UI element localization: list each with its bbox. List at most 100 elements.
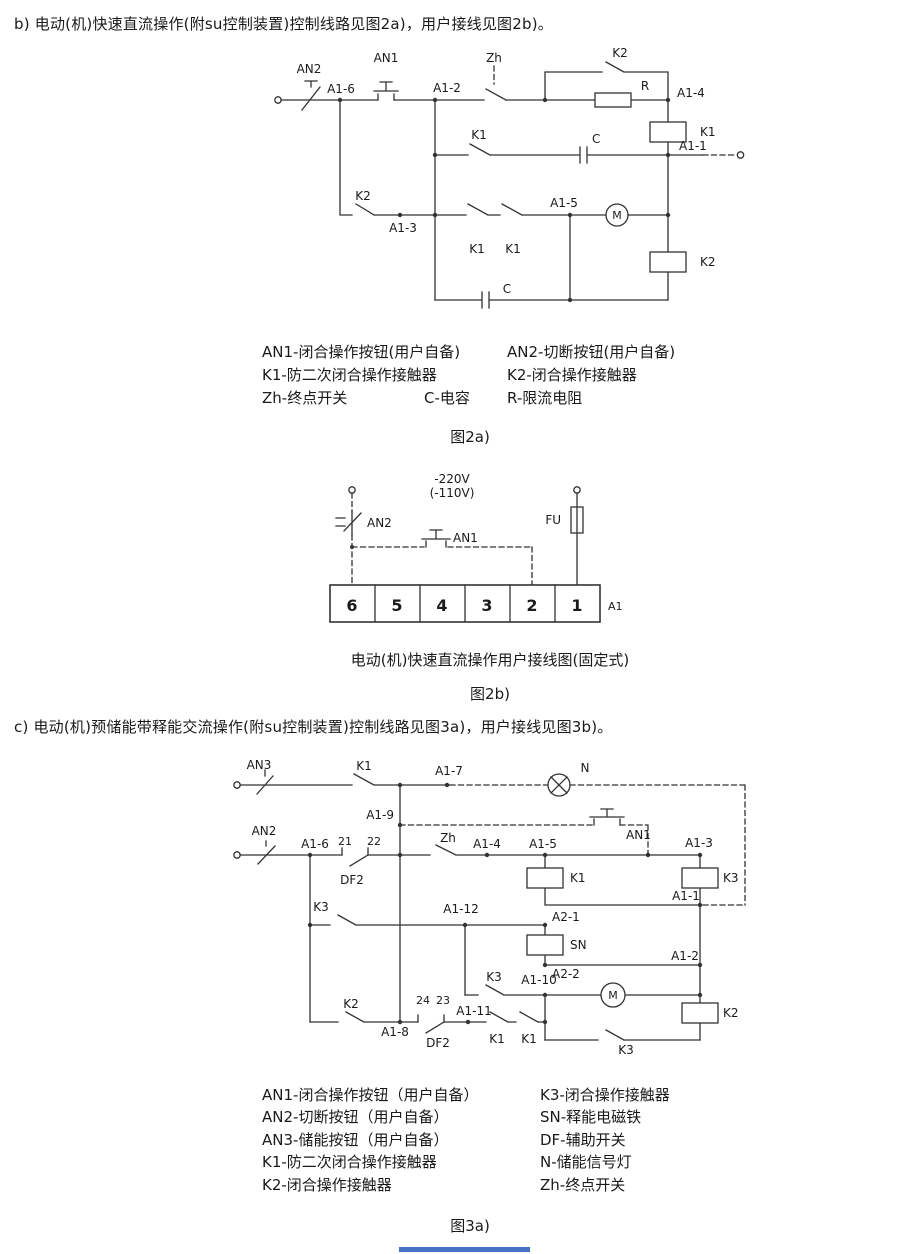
pushbutton-an2	[257, 840, 276, 865]
pushbutton-an1	[373, 81, 399, 101]
legend3-k1: K1-防二次闭合操作接触器	[262, 1153, 437, 1171]
label-df2-top: DF2	[340, 873, 364, 887]
label-a1: A1	[608, 600, 623, 613]
pushbutton-an2	[335, 512, 362, 532]
label-k1-c2: K1	[521, 1032, 537, 1046]
fig3a-caption: 图3a)	[450, 1217, 490, 1235]
label-a1-7: A1-7	[435, 764, 463, 778]
label-k3-contact2: K3	[486, 970, 502, 984]
fig2a-wiring	[274, 61, 745, 309]
label-k2-coil: K2	[723, 1006, 739, 1020]
label-voltage-alt: (-110V)	[430, 486, 475, 500]
limit-switch-zh	[485, 88, 507, 101]
label-an3: AN3	[247, 758, 272, 772]
terminal-1: 1	[571, 596, 582, 615]
terminal-5: 5	[391, 596, 402, 615]
contacts-k1-pair	[467, 203, 607, 216]
fig3a-junctions	[307, 782, 703, 1025]
fig3a-labels: AN3 K1 A1-7 N A1-9 AN1 AN2 A1-6 21 22 DF…	[247, 758, 739, 1057]
fig2a-caption: 图2a)	[450, 428, 490, 446]
label-a1-12: A1-12	[443, 902, 478, 916]
label-a2-1: A2-1	[552, 910, 580, 924]
label-c-mid: C	[592, 132, 600, 146]
label-a1-2: A1-2	[433, 81, 461, 95]
label-df2-bottom: DF2	[426, 1036, 450, 1050]
terminal-6: 6	[346, 596, 357, 615]
fig2b-wiring-diagram: -220V (-110V) AN2 AN1 FU 6 5 4 3 2 1 A1	[329, 472, 623, 623]
supply-terminal-left	[348, 486, 356, 494]
label-k1-contact: K1	[471, 128, 487, 142]
label-sn-coil: SN	[570, 938, 587, 952]
label-an2: AN2	[252, 824, 277, 838]
label-a1-4: A1-4	[473, 837, 501, 851]
label-zh: Zh	[440, 831, 456, 845]
fig3a-circuit-diagram: AN3 K1 A1-7 N A1-9 AN1 AN2 A1-6 21 22 DF…	[233, 758, 746, 1057]
legend3-k2: K2-闭合操作接触器	[262, 1176, 392, 1194]
fig3a-wiring	[233, 769, 746, 1041]
legend-r: R-限流电阻	[507, 389, 583, 407]
resistor-r	[594, 92, 632, 108]
label-a1-8: A1-8	[381, 1025, 409, 1039]
legend3-zh: Zh-终点开关	[540, 1176, 626, 1194]
label-an1: AN1	[453, 531, 478, 545]
supply-terminal-bottom	[233, 851, 241, 859]
label-k1-coil: K1	[570, 871, 586, 885]
supply-terminal-right	[573, 486, 581, 494]
label-22: 22	[367, 835, 381, 848]
label-zh: Zh	[486, 51, 502, 65]
label-a2-2: A2-2	[552, 967, 580, 981]
label-n: N	[581, 761, 590, 775]
label-a1-4: A1-4	[677, 86, 705, 100]
section-c-text: c) 电动(机)预储能带释能交流操作(附su控制装置)控制线路见图3a)，用户接…	[14, 718, 613, 736]
legend3-an2: AN2-切断按钮（用户自备）	[262, 1108, 449, 1126]
legend-zh: Zh-终点开关	[262, 389, 348, 407]
label-k2-contact-top: K2	[612, 46, 628, 60]
label-an1: AN1	[374, 51, 399, 65]
label-k3-coil: K3	[723, 871, 739, 885]
row-k1-capacitor	[434, 143, 669, 164]
label-motor: M	[608, 989, 618, 1002]
legend3-an1: AN1-闭合操作按钮（用户自备）	[262, 1086, 479, 1104]
legend3-k3: K3-闭合操作接触器	[540, 1086, 670, 1104]
label-21: 21	[338, 835, 352, 848]
fig2b-wiring	[329, 486, 601, 623]
label-r: R	[641, 79, 649, 93]
output-terminal	[736, 151, 745, 159]
legend3-n: N-储能信号灯	[540, 1153, 632, 1171]
coil-k2	[681, 1002, 719, 1024]
label-a1-5: A1-5	[550, 196, 578, 210]
label-an2: AN2	[297, 62, 322, 76]
label-a1-11: A1-11	[456, 1004, 491, 1018]
legend3-df: DF-辅助开关	[540, 1131, 626, 1149]
label-a1-9: A1-9	[366, 808, 394, 822]
coil-k1	[526, 867, 564, 889]
label-motor: M	[612, 209, 622, 222]
fig2b-labels: -220V (-110V) AN2 AN1 FU 6 5 4 3 2 1 A1	[346, 472, 622, 615]
label-k2-contact: K2	[343, 997, 359, 1011]
legend3-an3: AN3-储能按钮（用户自备）	[262, 1131, 449, 1149]
contact-k2-branch	[544, 61, 669, 101]
footer-decoration-bar	[399, 1247, 530, 1252]
label-voltage: -220V	[434, 472, 470, 486]
label-a1-1: A1-1	[672, 889, 700, 903]
label-k1-coil: K1	[700, 125, 716, 139]
terminal-2: 2	[526, 596, 537, 615]
legend-an2: AN2-切断按钮(用户自备)	[507, 343, 676, 361]
motor-symbol	[600, 982, 626, 1008]
label-a1-3: A1-3	[389, 221, 417, 235]
supply-terminal-top	[233, 781, 241, 789]
fig2b-caption: 图2b)	[470, 685, 510, 703]
label-23: 23	[436, 994, 450, 1007]
terminal-3: 3	[481, 596, 492, 615]
aux-switch-df2-bottom	[417, 1014, 445, 1034]
fig2a-junctions	[337, 97, 671, 303]
legend3-sn: SN-释能电磁铁	[540, 1108, 642, 1126]
label-a1-3: A1-3	[685, 836, 713, 850]
terminal-4: 4	[436, 596, 447, 615]
label-fu: FU	[545, 513, 561, 527]
label-k1-par1: K1	[469, 242, 485, 256]
legend-k2: K2-闭合操作接触器	[507, 366, 637, 384]
label-an1: AN1	[626, 828, 651, 842]
label-a1-5: A1-5	[529, 837, 557, 851]
legend-an1: AN1-闭合操作按钮(用户自备)	[262, 343, 461, 361]
